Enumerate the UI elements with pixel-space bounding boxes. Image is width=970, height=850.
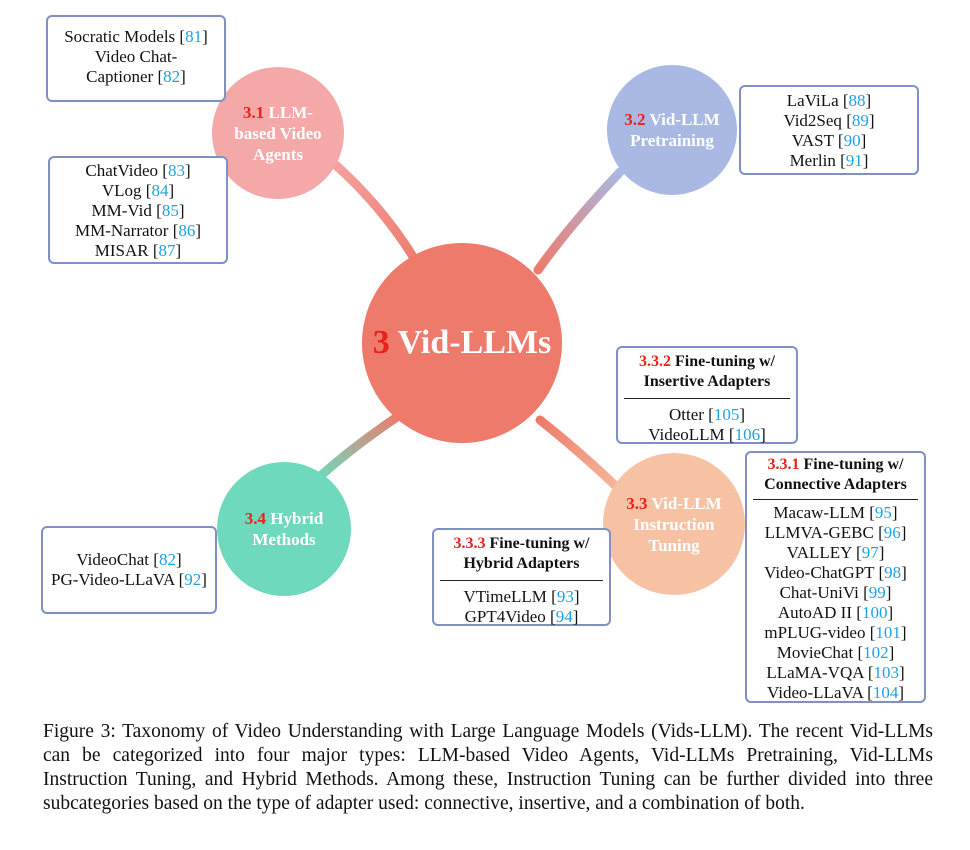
hybrid-node: 3.4 Hybrid Methods <box>217 462 351 596</box>
hybrid-number: 3.4 <box>244 509 267 528</box>
insertive-adapters-box: 3.3.2 Fine-tuning w/ Insertive Adapters … <box>616 346 798 444</box>
instruction-title: Vid-LLM Instruction Tuning <box>633 493 722 555</box>
list-item: mPLUG-video [101] <box>764 623 907 642</box>
list-item: VLog [84] <box>101 181 175 200</box>
hybrid-adapters-heading-line2: Hybrid Adapters <box>463 555 580 572</box>
list-item: Merlin [91] <box>789 151 869 170</box>
list-item: LLaMA-VQA [103] <box>766 663 905 682</box>
list-item: MM-Narrator [86] <box>74 221 202 240</box>
center-number: 3 <box>372 324 390 361</box>
agents-number: 3.1 <box>243 102 265 122</box>
list-item: Socratic Models [81] <box>64 27 208 46</box>
list-item: Video-ChatGPT [98] <box>764 563 907 582</box>
pretraining-box: LaViLa [88] Vid2Seq [89] VAST [90] Merli… <box>739 85 919 175</box>
list-item: Video-LLaVA [104] <box>766 683 905 702</box>
list-item: GPT4Video [94] <box>464 607 579 626</box>
list-item: VideoChat [82] <box>76 550 182 569</box>
list-item: Otter [105] <box>668 405 746 424</box>
insertive-heading: 3.3.2 Fine-tuning w/ <box>638 353 775 370</box>
list-item: ChatVideo [83] <box>85 161 191 180</box>
hybrid-adapters-box: 3.3.3 Fine-tuning w/ Hybrid Adapters VTi… <box>432 528 611 626</box>
connective-heading-line2: Connective Adapters <box>764 476 907 493</box>
instruction-number: 3.3 <box>626 493 648 513</box>
list-item: Captioner [82] <box>86 67 186 86</box>
list-item: LaViLa [88] <box>786 91 872 110</box>
connective-heading: 3.3.1 Fine-tuning w/ <box>767 456 904 473</box>
center-node: 3 Vid-LLMs <box>362 243 562 443</box>
list-item: AutoAD II [100] <box>777 603 894 622</box>
connector-pretraining <box>533 167 625 275</box>
agents-box-a: Socratic Models [81] Video Chat- Caption… <box>46 15 226 102</box>
agents-title: LLM-based Video Agents <box>234 102 322 164</box>
pretraining-number: 3.2 <box>624 110 646 129</box>
hybrid-box: VideoChat [82] PG-Video-LLaVA [92] <box>41 526 217 614</box>
center-title: Vid-LLMs <box>397 324 552 361</box>
taxonomy-diagram: 3 Vid-LLMs 3.1 LLM-based Video Agents 3.… <box>41 15 926 703</box>
connective-adapters-box: 3.3.1 Fine-tuning w/ Connective Adapters… <box>745 451 926 703</box>
agents-box-b: ChatVideo [83] VLog [84] MM-Vid [85] MM-… <box>48 156 228 264</box>
list-item: Macaw-LLM [95] <box>773 503 898 522</box>
divider <box>753 499 918 500</box>
hybrid-title: Hybrid Methods <box>252 509 324 549</box>
instruction-node: 3.3 Vid-LLM Instruction Tuning <box>603 453 745 595</box>
list-item: Video Chat- <box>94 47 178 66</box>
list-item: MM-Vid [85] <box>91 201 185 220</box>
list-item: Vid2Seq [89] <box>783 111 875 130</box>
list-item: VALLEY [97] <box>786 543 885 562</box>
list-item: VAST [90] <box>791 131 867 150</box>
list-item: Chat-UniVi [99] <box>779 583 892 602</box>
list-item: LLMVA-GEBC [96] <box>764 523 907 542</box>
list-item: VTimeLLM [93] <box>463 587 580 606</box>
list-item: MovieChat [102] <box>776 643 895 662</box>
pretraining-node: 3.2 Vid-LLM Pretraining <box>607 65 737 195</box>
list-item: VideoLLM [106] <box>648 425 766 444</box>
list-item: PG-Video-LLaVA [92] <box>51 570 207 589</box>
figure-caption: Figure 3: Taxonomy of Video Understandin… <box>43 721 933 814</box>
connector-hybrid <box>313 410 405 483</box>
list-item: MISAR [87] <box>94 241 182 260</box>
insertive-heading-line2: Insertive Adapters <box>643 373 771 390</box>
pretraining-title: Vid-LLM Pretraining <box>630 110 720 150</box>
hybrid-adapters-heading: 3.3.3 Fine-tuning w/ <box>453 535 590 552</box>
divider <box>440 580 603 581</box>
divider <box>624 398 790 399</box>
agents-node: 3.1 LLM-based Video Agents <box>212 67 344 199</box>
